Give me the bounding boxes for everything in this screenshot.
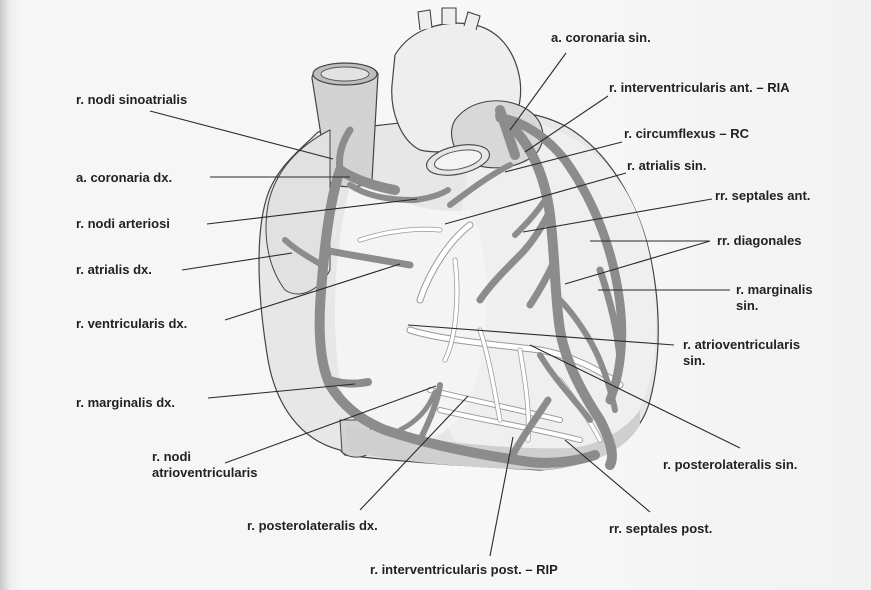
label-a-coronaria-sin: a. coronaria sin. [551,30,651,46]
leader-r-nodi-sinoatrialis [150,111,333,159]
label-r-circumflexus: r. circumflexus – RC [624,126,749,142]
aortic-branch-2 [442,8,456,24]
label-r-marginalis-dx: r. marginalis dx. [76,395,175,411]
label-r-marginalis-sin-line2: sin. [736,298,813,314]
label-r-posterolateralis-dx: r. posterolateralis dx. [247,518,378,534]
label-r-nodi-sinoatrialis: r. nodi sinoatrialis [76,92,187,108]
right-ventricle [335,170,487,448]
label-r-atrioventricularis-sin: r. atrioventricularis sin. [683,337,800,369]
label-r-marginalis-sin-line1: r. marginalis [736,282,813,298]
label-r-atrioventricularis-sin-line1: r. atrioventricularis [683,337,800,353]
label-rr-septales-post: rr. septales post. [609,521,712,537]
label-r-atrialis-sin: r. atrialis sin. [627,158,707,174]
label-a-coronaria-dx: a. coronaria dx. [76,170,172,186]
label-r-marginalis-sin: r. marginalis sin. [736,282,813,314]
label-r-nodi-atrioventricularis: r. nodi atrioventricularis [152,449,258,481]
label-r-nodi-atrioventricularis-line1: r. nodi [152,449,258,465]
aortic-branch-1 [418,10,432,30]
label-r-interventricularis-ant: r. interventricularis ant. – RIA [609,80,790,96]
label-r-interventricularis-post: r. interventricularis post. – RIP [370,562,558,578]
label-r-ventricularis-dx: r. ventricularis dx. [76,316,187,332]
svc-opening-inner [321,67,369,81]
label-rr-septales-ant: rr. septales ant. [715,188,810,204]
label-r-posterolateralis-sin: r. posterolateralis sin. [663,457,797,473]
label-r-atrioventricularis-sin-line2: sin. [683,353,800,369]
label-r-atrialis-dx: r. atrialis dx. [76,262,152,278]
label-r-nodi-atrioventricularis-line2: atrioventricularis [152,465,258,481]
label-rr-diagonales: rr. diagonales [717,233,802,249]
label-r-nodi-arteriosi: r. nodi arteriosi [76,216,170,232]
